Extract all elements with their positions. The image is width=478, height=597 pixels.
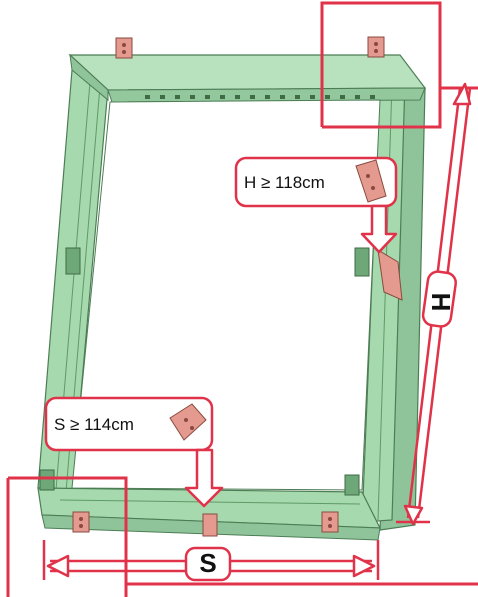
bottom-right-bracket xyxy=(321,511,339,533)
width-letter-badge: S xyxy=(184,546,232,582)
height-callout: H ≥ 118cm xyxy=(234,156,398,254)
top-left-bracket xyxy=(115,37,133,59)
height-letter: H xyxy=(426,293,456,312)
bracket-icon xyxy=(169,403,207,441)
width-letter: S xyxy=(199,548,216,578)
right-hinge xyxy=(354,247,370,277)
right-side-bracket xyxy=(377,249,403,301)
bottom-left-bracket xyxy=(72,511,90,533)
bottom-left-highlight-box xyxy=(8,476,128,597)
width-callout: S ≥ 114cm xyxy=(44,396,224,508)
width-callout-box xyxy=(44,396,214,452)
mounting-brackets xyxy=(72,36,403,537)
top-rail xyxy=(68,54,427,91)
height-letter-badge: H xyxy=(421,270,457,328)
bracket-icon xyxy=(355,159,387,203)
highlight-boxes xyxy=(6,1,478,597)
top-right-bracket xyxy=(367,36,385,58)
height-callout-box xyxy=(234,156,398,208)
height-callout-text: H ≥ 118cm xyxy=(244,173,325,192)
width-callout-text: S ≥ 114cm xyxy=(54,415,134,434)
width-callout-arrow xyxy=(184,448,224,508)
bottom-center-bracket xyxy=(202,513,218,537)
top-right-highlight-box xyxy=(320,1,442,129)
top-rail-slots xyxy=(145,95,375,99)
left-hinge xyxy=(65,247,81,275)
height-callout-arrow xyxy=(360,204,398,254)
